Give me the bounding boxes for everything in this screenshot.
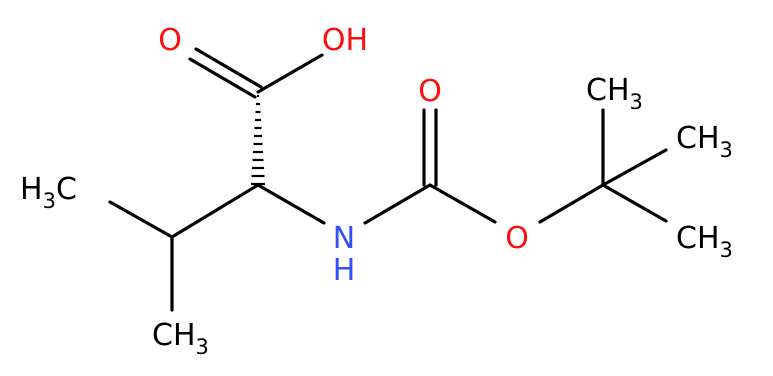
stereo-hashed-wedge: [251, 94, 265, 186]
bond-beta-methyl-left: [108, 200, 174, 239]
carbonyl-oxygen-label: O: [158, 23, 182, 58]
methyl-bot-right-label: CH3: [676, 221, 733, 262]
bond-carboxyl-oh: [256, 53, 324, 94]
methyl-mid-right-label: CH3: [676, 121, 733, 162]
bond-alpha-beta: [170, 183, 260, 239]
bond-carbonyl-double-b: [194, 47, 263, 89]
bonds: [108, 47, 668, 312]
methyl-bottom-label: CH3: [152, 318, 209, 359]
bond-carbonyl-double-a: [188, 57, 257, 99]
methyl-left-label: H3C: [20, 172, 77, 213]
amine-nitrogen-label: N: [333, 221, 355, 256]
boc-carbonyl-oxygen-label: O: [418, 74, 442, 109]
amine-hydrogen-label: H: [333, 253, 356, 288]
bond-tert-methyl-mid: [601, 148, 668, 187]
bond-n-boc-c: [363, 183, 432, 225]
bond-tert-methyl-bot: [601, 183, 668, 223]
bond-boc-c-o: [428, 183, 497, 224]
ester-oxygen-label: O: [505, 221, 529, 256]
hydroxyl-label: OH: [322, 23, 368, 58]
bond-o-tert-c: [538, 183, 605, 224]
atom-labels: O OH O N H O H3C CH3 CH3 CH3 CH3: [20, 23, 733, 359]
methyl-top-right-label: CH3: [586, 73, 643, 114]
bond-alpha-n: [256, 183, 326, 225]
